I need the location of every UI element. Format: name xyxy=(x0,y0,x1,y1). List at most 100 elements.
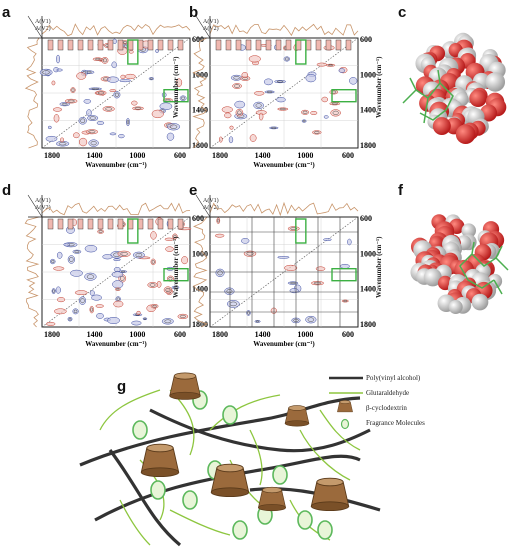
contour-band xyxy=(77,39,84,51)
positive-contour xyxy=(315,266,326,271)
contour-band xyxy=(335,39,342,51)
contour-band xyxy=(235,39,242,51)
negative-contour xyxy=(51,288,56,295)
negative-contour xyxy=(107,316,120,325)
x-axis-label: Wavenumber (cm⁻¹) xyxy=(85,340,147,348)
y-tick-label: 1400 xyxy=(360,285,376,294)
carbon-atom xyxy=(423,268,442,287)
contour-band xyxy=(97,39,104,51)
contour-band xyxy=(147,39,154,51)
positive-contour xyxy=(102,106,115,112)
y-tick-label: 1800 xyxy=(192,141,208,150)
negative-contour xyxy=(70,269,83,277)
contour-band xyxy=(67,39,74,51)
contour-band xyxy=(255,39,262,51)
negative-contour xyxy=(63,242,70,247)
negative-contour xyxy=(119,79,131,83)
positive-contour xyxy=(76,72,87,80)
highlight-box-horizontal xyxy=(331,88,357,103)
negative-contour xyxy=(89,290,95,296)
negative-contour xyxy=(118,134,125,139)
positive-contour xyxy=(248,55,261,63)
negative-contour xyxy=(226,300,240,308)
positive-contour xyxy=(46,321,56,326)
negative-contour xyxy=(47,125,52,130)
positive-contour xyxy=(163,286,173,294)
positive-contour xyxy=(235,108,244,117)
negative-contour xyxy=(274,80,286,84)
cyclodextrin-model-f xyxy=(410,214,509,314)
y-tick-label: 1000 xyxy=(360,70,376,79)
contour-band xyxy=(295,39,302,51)
negative-contour xyxy=(166,132,175,141)
positive-contour xyxy=(52,107,63,112)
negative-contour xyxy=(113,258,121,261)
positive-contour xyxy=(117,250,131,258)
y-tick-label: 1400 xyxy=(192,106,208,115)
positive-contour xyxy=(325,63,336,67)
negative-contour xyxy=(86,109,92,117)
negative-contour xyxy=(72,249,82,254)
pva-chain xyxy=(108,449,182,547)
contour-band xyxy=(47,218,54,230)
positive-contour xyxy=(79,137,88,147)
negative-contour xyxy=(55,286,61,294)
positive-contour xyxy=(97,229,104,234)
positive-contour xyxy=(284,264,298,271)
positive-contour xyxy=(321,96,329,103)
negative-contour xyxy=(349,77,358,85)
glutaraldehyde-link xyxy=(249,429,263,486)
highlight-box-vertical xyxy=(295,39,307,65)
glutaraldehyde-link xyxy=(319,409,361,451)
negative-contour xyxy=(131,320,142,326)
positive-contour xyxy=(310,281,324,286)
contour-band xyxy=(67,218,74,230)
y-tick-label: 1800 xyxy=(360,320,376,329)
negative-contour xyxy=(228,136,234,144)
negative-contour xyxy=(340,263,350,269)
positive-contour xyxy=(164,237,174,241)
x-axis-label: Wavenumber (cm⁻¹) xyxy=(85,161,147,169)
contour-band xyxy=(127,218,134,230)
negative-contour xyxy=(45,135,58,142)
positive-contour xyxy=(172,233,178,240)
negative-contour xyxy=(119,270,128,273)
negative-contour xyxy=(78,116,87,125)
contour-band xyxy=(107,39,114,51)
negative-contour xyxy=(323,238,332,242)
top-spectrum-trace xyxy=(41,23,191,37)
negative-contour xyxy=(106,76,119,83)
negative-contour xyxy=(323,115,329,119)
contour-band xyxy=(117,39,124,51)
positive-contour xyxy=(128,50,134,54)
negative-contour xyxy=(91,294,102,301)
negative-contour xyxy=(67,316,73,322)
negative-contour xyxy=(88,139,99,147)
positive-contour xyxy=(219,136,223,143)
negative-contour xyxy=(88,87,102,91)
positive-contour xyxy=(214,233,225,238)
positive-contour xyxy=(175,78,183,87)
contour-band xyxy=(47,39,54,51)
contour-band xyxy=(265,39,272,51)
negative-contour xyxy=(305,73,317,83)
negative-contour xyxy=(167,123,181,131)
x-tick-label: 1400 xyxy=(87,151,103,160)
negative-contour xyxy=(338,68,345,73)
contour-band xyxy=(315,39,322,51)
left-spectrum-trace xyxy=(24,216,40,328)
panel-label-a: a xyxy=(2,4,11,21)
negative-contour xyxy=(241,238,250,244)
x-tick-label: 1400 xyxy=(255,330,271,339)
negative-contour xyxy=(161,318,174,325)
positive-contour xyxy=(95,90,107,96)
contour-band xyxy=(77,218,84,230)
negative-contour xyxy=(72,308,79,315)
legend-fragrance-ellipse xyxy=(340,418,350,430)
x-tick-label: 1000 xyxy=(129,330,145,339)
y-tick-label: 600 xyxy=(360,214,372,223)
positive-contour xyxy=(95,304,104,308)
negative-contour xyxy=(263,78,273,86)
positive-contour xyxy=(258,112,264,121)
y-axis-label-b: Wavenumber (cm⁻¹) xyxy=(375,56,383,118)
